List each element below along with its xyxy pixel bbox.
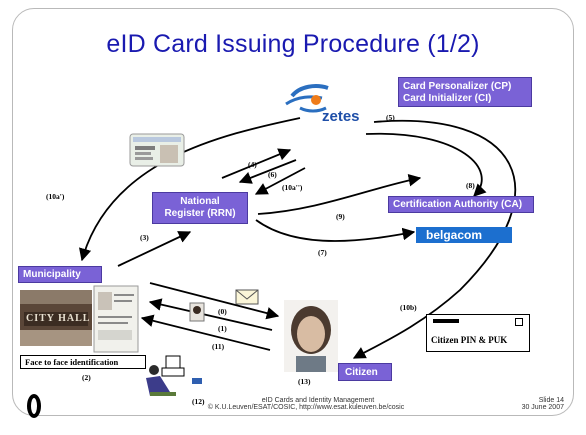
arrow-9 <box>257 174 422 215</box>
step-label-2: (2) <box>82 373 91 382</box>
step-label-5: (5) <box>386 113 395 122</box>
card-personalizer-line2: Card Initializer (CI) <box>403 93 492 104</box>
citizen-photo <box>284 300 338 372</box>
step-label-4: (4) <box>248 160 257 169</box>
arrow-10b <box>352 119 516 359</box>
municipality-label: Municipality <box>23 269 81 280</box>
certification-authority-box: Certification Authority (CA) <box>388 196 534 213</box>
step-label-12: (12) <box>192 397 205 406</box>
slide-title: eID Card Issuing Procedure (1/2) <box>106 30 480 58</box>
step-label-11: (11) <box>212 342 225 351</box>
eid-card-image <box>129 133 185 167</box>
arrow-1 <box>148 298 273 331</box>
step-label-10a-double: (10a'') <box>282 183 303 192</box>
city-hall-image <box>20 290 92 346</box>
footer-center: eID Cards and Identity Management © K.U.… <box>186 397 426 411</box>
arrow-11 <box>140 314 271 351</box>
belgacom-logo: belgacom <box>416 227 512 243</box>
arrow-8 <box>365 132 487 197</box>
footer-center-line1: eID Cards and Identity Management <box>261 397 375 404</box>
national-register-box: National Register (RRN) <box>152 192 248 224</box>
zetes-logo-text: zetes <box>322 108 360 125</box>
pin-puk-black-bar <box>433 319 459 323</box>
step-label-1: (1) <box>218 324 227 333</box>
step-label-6: (6) <box>268 170 277 179</box>
arrow-7 <box>255 219 416 242</box>
arrow-3 <box>117 231 192 267</box>
belgacom-logo-text: belgacom <box>426 228 483 242</box>
arrow-0 <box>149 282 280 320</box>
pin-puk-checkbox-icon <box>515 318 523 326</box>
step-label-3: (3) <box>140 233 149 242</box>
arrow-6 <box>238 159 297 184</box>
footer-right: Slide 14 30 June 2007 <box>494 397 564 411</box>
step-label-0: (0) <box>218 307 227 316</box>
envelope-icon <box>235 289 259 305</box>
footer-center-line2: © K.U.Leuven/ESAT/COSIC, http://www.esat… <box>207 404 405 411</box>
national-register-line2: Register (RRN) <box>164 208 236 219</box>
national-register-line1: National <box>180 196 220 207</box>
footer-slide-number: Slide 14 <box>538 397 564 404</box>
step-label-13: (13) <box>298 377 311 386</box>
step-label-8: (8) <box>466 181 475 190</box>
municipality-card-document <box>93 285 139 353</box>
citizen-pin-puk-label: Citizen PIN & PUK <box>431 335 508 345</box>
certification-authority-label: Certification Authority (CA) <box>393 199 523 210</box>
step-label-9: (9) <box>336 212 345 221</box>
citizen-box: Citizen <box>338 363 392 381</box>
arrow-10a-double <box>254 167 306 195</box>
footer-date: 30 June 2007 <box>521 404 564 411</box>
municipality-box: Municipality <box>18 266 102 283</box>
card-personalizer-line1: Card Personalizer (CP) <box>403 81 512 92</box>
operator-at-computer-image <box>146 355 202 396</box>
step-label-10a-prime: (10a') <box>46 192 65 201</box>
small-photo-icon <box>189 302 205 322</box>
citizen-label: Citizen <box>345 367 378 378</box>
card-personalizer-box: Card Personalizer (CP) Card Initializer … <box>398 77 532 107</box>
citizen-pin-puk-note: Citizen PIN & PUK <box>426 314 530 352</box>
step-label-7: (7) <box>318 248 327 257</box>
face-to-face-label: Face to face identification <box>25 357 119 367</box>
city-hall-sign: CITY HALL <box>26 313 91 324</box>
step-label-10b: (10b) <box>400 303 417 312</box>
face-to-face-note: Face to face identification <box>20 355 146 369</box>
arrow-4 <box>221 148 292 179</box>
zetes-logo-mark <box>285 84 329 113</box>
kuleuven-logo <box>27 394 41 418</box>
